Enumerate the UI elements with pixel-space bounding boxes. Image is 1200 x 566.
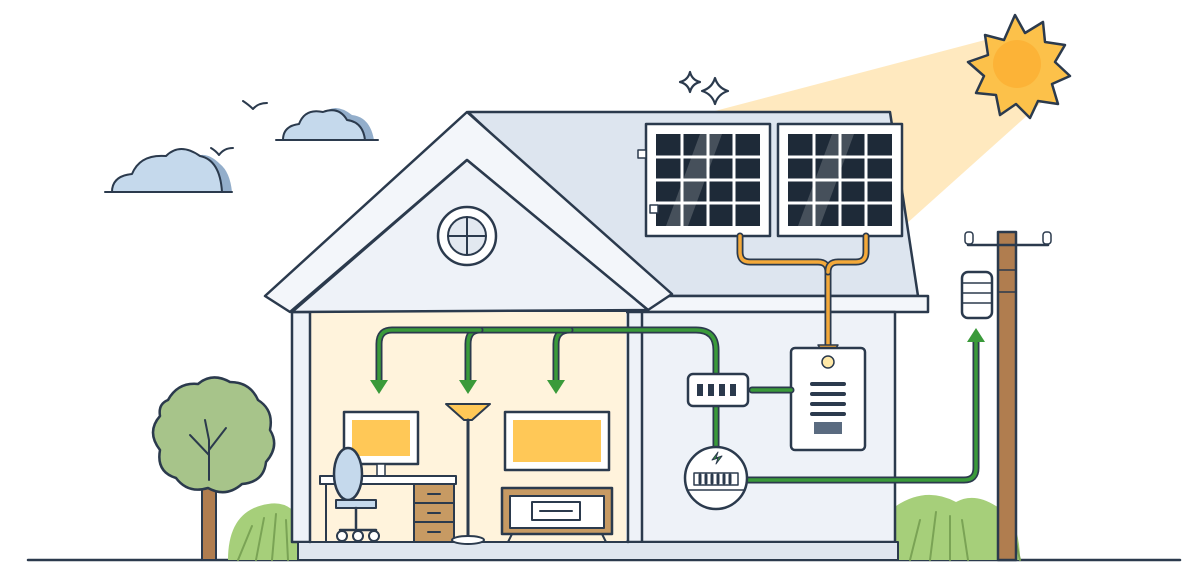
bird-icon <box>210 100 268 156</box>
sun-icon <box>966 13 1072 120</box>
solar-panel-icon <box>637 122 772 238</box>
tv-cabinet <box>500 486 614 543</box>
tv-icon <box>503 410 611 472</box>
desk-lamp-icon <box>445 403 491 545</box>
sparkle-icon <box>678 70 730 106</box>
ac-power-line <box>375 326 980 484</box>
cloud-icon <box>104 148 233 193</box>
bush-left <box>228 503 302 561</box>
gable <box>263 110 674 314</box>
solar-panel-icon <box>776 122 904 238</box>
utility-pole-icon <box>960 230 1052 562</box>
tree-icon <box>151 376 276 561</box>
ac-arrows <box>370 328 985 394</box>
round-attic-window <box>436 205 498 267</box>
desk <box>319 475 457 543</box>
breaker-panel-icon <box>686 372 750 408</box>
inverter-icon <box>789 346 867 452</box>
cloud-icon <box>275 108 379 141</box>
electric-meter-icon <box>683 445 749 511</box>
bush-right <box>896 494 1021 561</box>
office-chair-icon <box>332 446 380 542</box>
